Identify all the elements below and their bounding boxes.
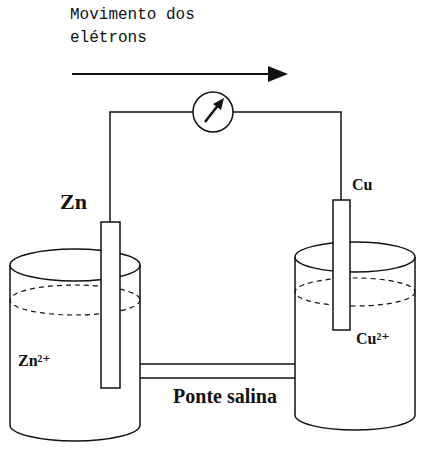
wire (110, 112, 193, 222)
beaker-rim (295, 242, 415, 272)
galvanometer (193, 92, 233, 132)
salt-bridge (140, 363, 295, 365)
zinc-electrode (101, 222, 120, 388)
ion-label: Zn²⁺ (18, 352, 78, 370)
liquid-level (295, 278, 415, 306)
electron-arrow (72, 73, 272, 75)
wire (233, 112, 341, 200)
salt-bridge (140, 377, 295, 379)
needle-head (213, 98, 224, 110)
copper-electrode (333, 200, 350, 330)
arrow-head (268, 66, 288, 82)
ion-label: Cu²⁺ (356, 330, 412, 348)
salt-bridge-label: Ponte salina (170, 385, 280, 408)
electrode-label: Cu (352, 176, 392, 194)
electrode-label: Zn (60, 190, 100, 214)
beaker (295, 257, 415, 430)
electron-flow-label: Movimento dos elétrons (70, 4, 215, 50)
